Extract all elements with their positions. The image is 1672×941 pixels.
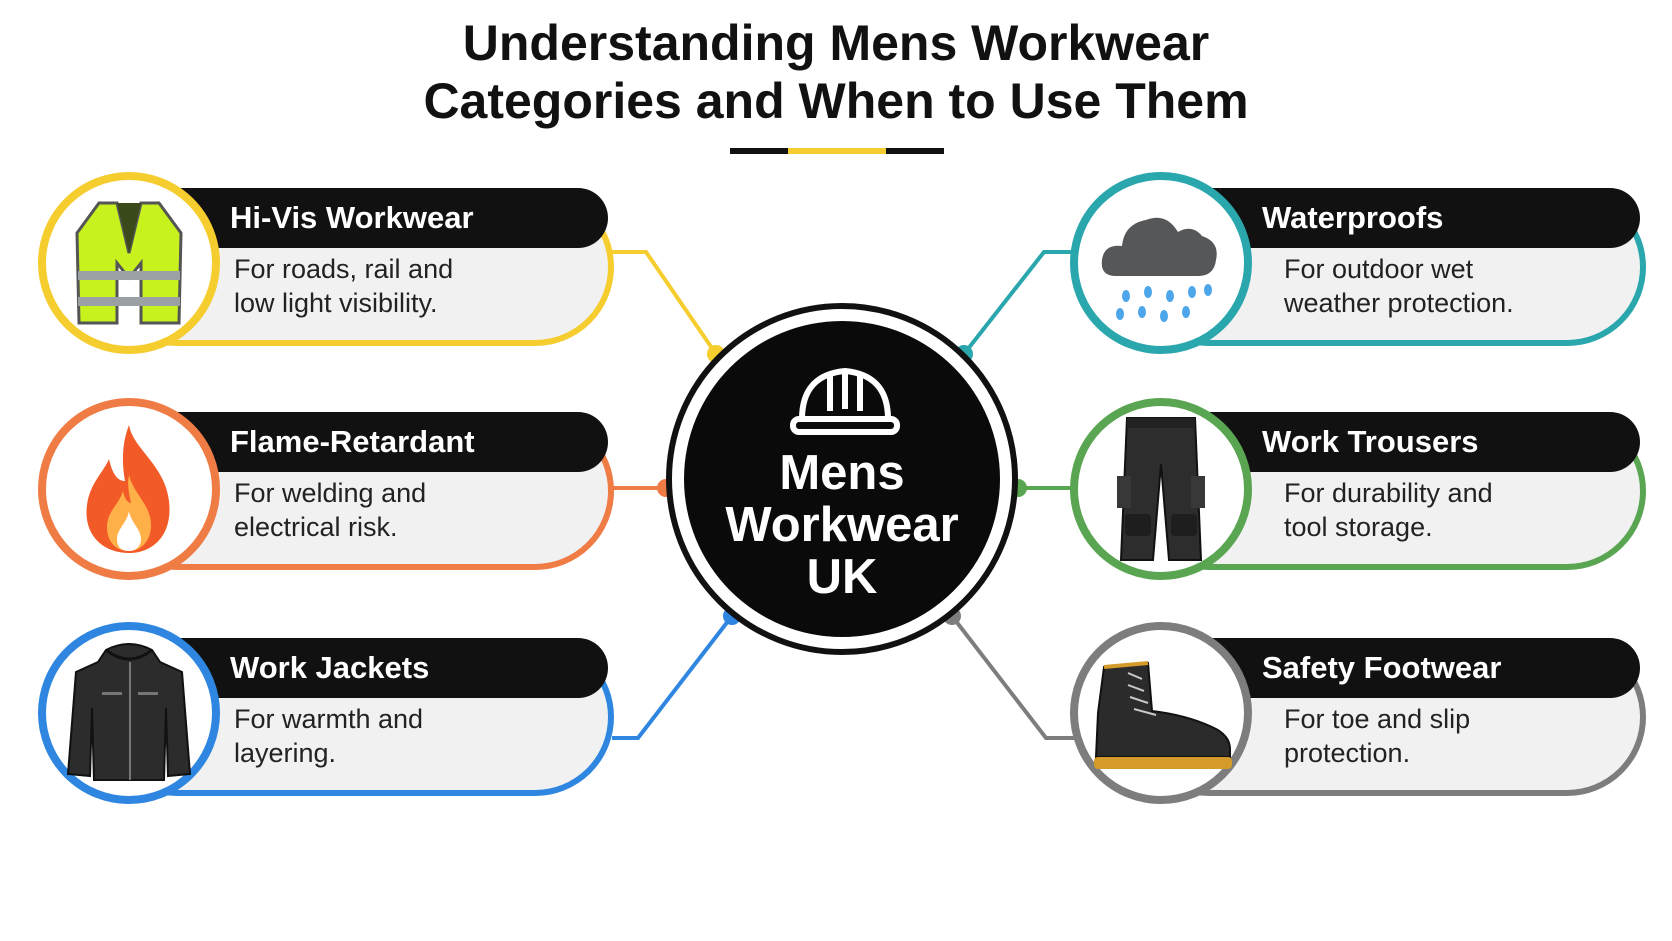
card-desc-line-2: layering. <box>234 738 337 768</box>
category-card-waterproofs: Waterproofs For outdoor wet weather prot… <box>1070 172 1646 354</box>
flame-icon <box>86 425 170 553</box>
card-title: Safety Footwear <box>1262 650 1502 685</box>
trousers-icon <box>1117 417 1205 561</box>
card-desc-line-2: low light visibility. <box>234 288 438 318</box>
hub-title: Mens Workwear UK <box>684 447 1000 603</box>
title-line-2: Categories and When to Use Them <box>423 73 1249 129</box>
jacket-icon <box>66 643 192 781</box>
page-title: Understanding Mens Workwear Categories a… <box>0 14 1672 130</box>
card-title: Waterproofs <box>1262 200 1444 235</box>
card-title-bar: Flame-Retardant <box>168 412 608 472</box>
hub-line-2: Workwear <box>725 498 959 552</box>
category-card-hi-vis: Hi-Vis Workwear For roads, rail and low … <box>38 172 614 354</box>
card-title: Work Jackets <box>230 650 430 685</box>
center-hub: Mens Workwear UK <box>666 303 1018 655</box>
connector-footwear <box>950 614 1078 740</box>
card-desc-line-1: For roads, rail and <box>234 254 454 284</box>
card-title-bar: Hi-Vis Workwear <box>168 188 608 248</box>
card-title-bar: Safety Footwear <box>1200 638 1640 698</box>
connector-jackets <box>612 614 734 740</box>
connector-waterproofs <box>962 250 1078 356</box>
card-desc-line-2: tool storage. <box>1284 512 1433 542</box>
safety-boot-icon <box>1094 661 1232 769</box>
card-desc-line-1: For durability and <box>1284 478 1493 508</box>
card-title-bar: Work Jackets <box>168 638 608 698</box>
category-card-work-jackets: Work Jackets For warmth and layering. <box>38 622 614 804</box>
card-title-bar: Waterproofs <box>1200 188 1640 248</box>
category-card-safety-footwear: Safety Footwear For toe and slip protect… <box>1070 622 1646 804</box>
rain-cloud-icon <box>1101 217 1217 322</box>
card-title: Hi-Vis Workwear <box>230 200 474 235</box>
card-desc-line-1: For toe and slip <box>1284 704 1471 734</box>
hi-vis-vest-icon <box>75 201 183 325</box>
hub-line-3: UK <box>806 550 878 604</box>
hub-line-1: Mens <box>779 446 905 500</box>
hard-hat-icon <box>790 368 900 435</box>
category-card-flame-retardant: Flame-Retardant For welding and electric… <box>38 398 614 580</box>
card-desc-line-2: electrical risk. <box>234 512 398 542</box>
card-title: Flame-Retardant <box>230 424 475 459</box>
card-title: Work Trousers <box>1262 424 1479 459</box>
title-line-1: Understanding Mens Workwear <box>462 15 1210 71</box>
card-desc-line-1: For outdoor wet <box>1284 254 1474 284</box>
card-desc-line-2: weather protection. <box>1284 288 1514 318</box>
card-desc-line-1: For welding and <box>234 478 427 508</box>
card-desc-line-2: protection. <box>1284 738 1411 768</box>
card-desc-line-1: For warmth and <box>234 704 424 734</box>
category-card-work-trousers: Work Trousers For durability and tool st… <box>1070 398 1646 580</box>
title-underline <box>730 148 944 154</box>
card-title-bar: Work Trousers <box>1200 412 1640 472</box>
connector-hi-vis <box>612 250 718 356</box>
